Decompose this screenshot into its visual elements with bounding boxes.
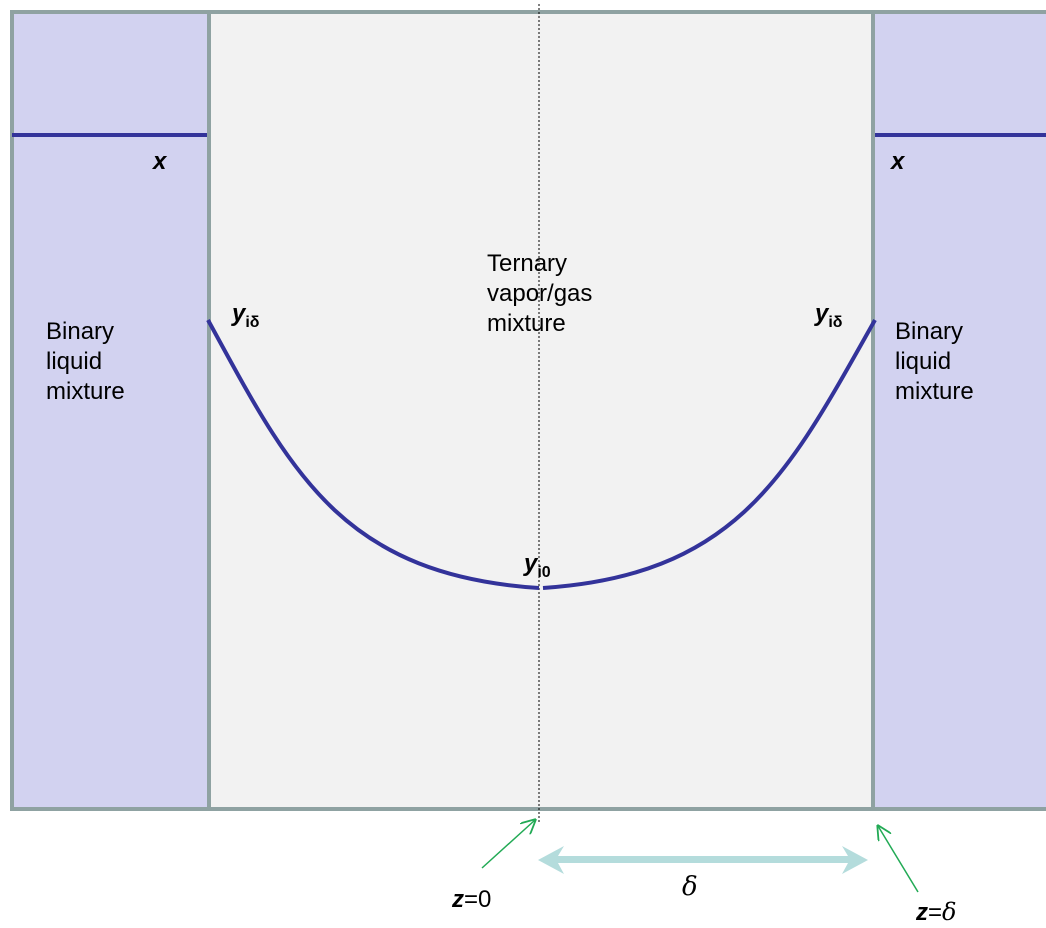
left-liquid-label: Binary liquid mixture (46, 318, 125, 405)
right-x-label: x (891, 148, 905, 175)
zdelta-label: z=δ (916, 898, 957, 926)
right-liquid-label: Binary liquid mixture (895, 318, 974, 405)
left-concentration-profile (206, 319, 540, 590)
left-liquid-region (12, 12, 209, 809)
zdelta-pointer-arrow (878, 826, 919, 893)
z0-pointer-arrow (481, 820, 535, 869)
left-x-label: x (153, 148, 167, 175)
y-i0-label: yi0 (524, 550, 551, 581)
right-concentration-profile (542, 319, 877, 590)
film-thickness-arrow (538, 846, 868, 874)
right-liquid-region (873, 12, 1046, 809)
z0-label: z=0 (452, 886, 492, 913)
film-thickness-label: δ (682, 872, 698, 902)
right-y-i-delta-label: yiδ (815, 300, 843, 331)
left-y-i-delta-label: yiδ (232, 300, 260, 331)
container-frame (10, 10, 1046, 811)
vapor-region (209, 12, 873, 809)
vapor-region-label: Ternary vapor/gas mixture (487, 250, 593, 337)
